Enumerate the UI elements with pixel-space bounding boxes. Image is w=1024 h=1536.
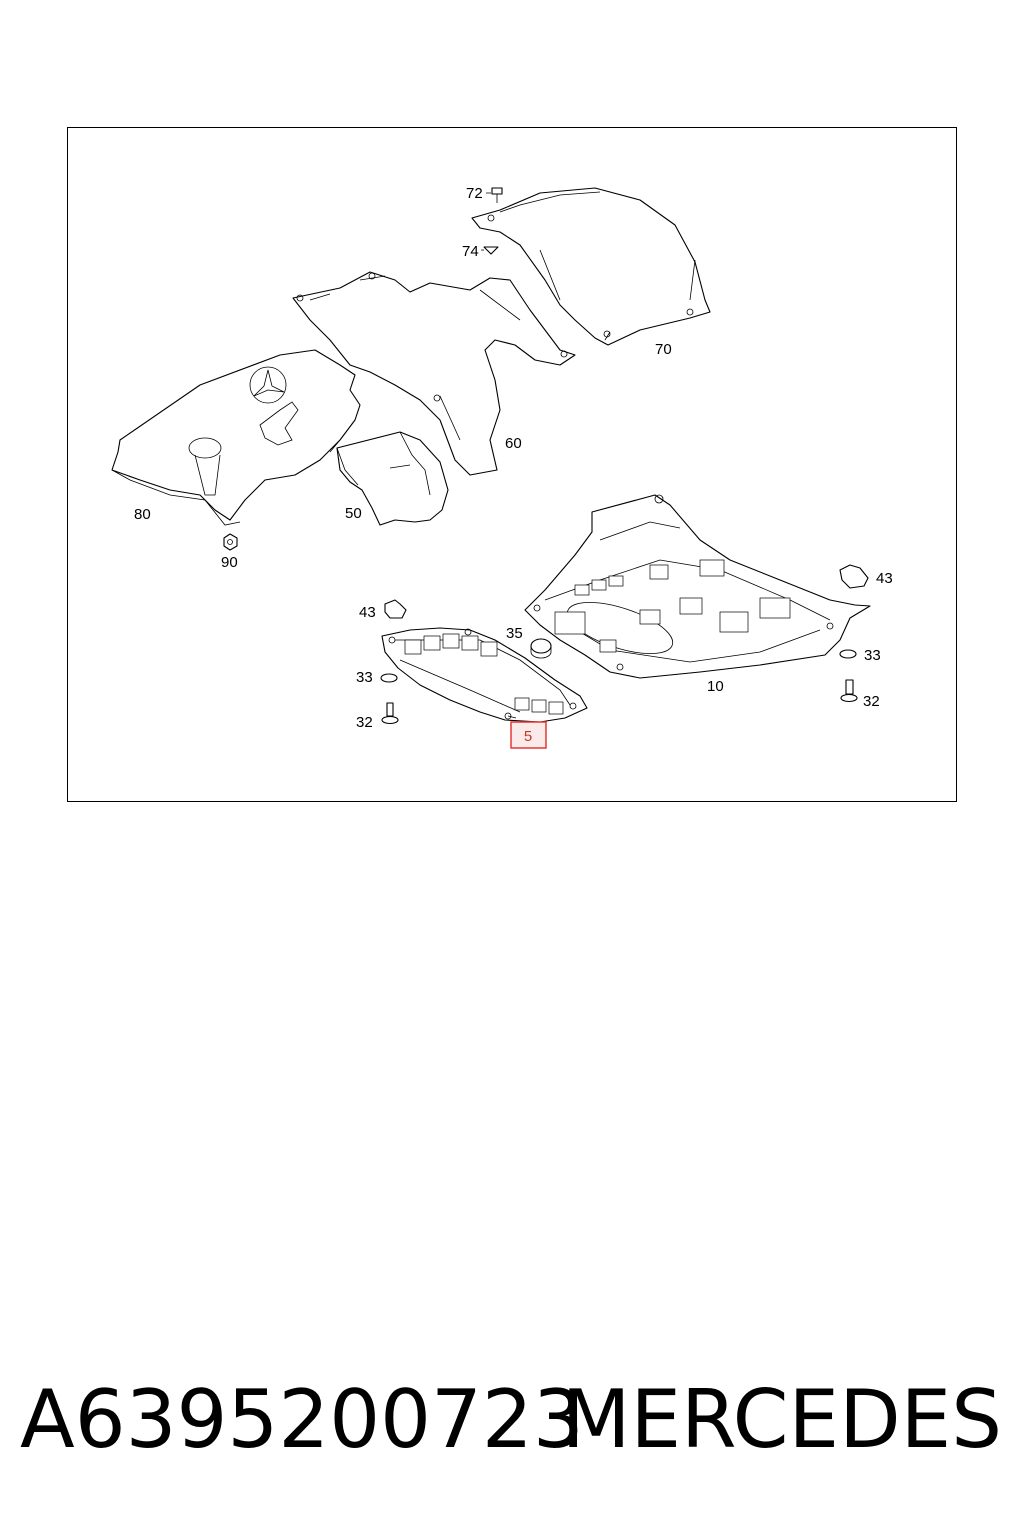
part-10-ribs <box>554 559 791 653</box>
label-33-left: 33 <box>356 669 373 686</box>
part-10-underguard[interactable] <box>524 494 871 679</box>
part-60-shield[interactable] <box>292 271 576 476</box>
label-43-left: 43 <box>359 604 376 621</box>
footer: A6395200723 MERCEDES <box>0 1370 1024 1470</box>
part-80-engine-cover[interactable] <box>111 349 361 526</box>
part-5-guard[interactable] <box>381 627 588 723</box>
part-number: A6395200723 <box>20 1373 584 1466</box>
part-5-ribs <box>404 633 564 715</box>
part-50-duct[interactable] <box>336 431 449 526</box>
label-32-left: 32 <box>356 714 373 731</box>
label-60: 60 <box>505 435 522 452</box>
label-72: 72 <box>466 185 483 202</box>
diagram-frame <box>67 127 957 802</box>
label-74: 74 <box>462 243 479 260</box>
label-80: 80 <box>134 506 151 523</box>
label-50: 50 <box>345 505 362 522</box>
part-90-nut[interactable] <box>223 533 238 551</box>
brand-name: MERCEDES <box>561 1373 1002 1466</box>
highlight-box <box>510 721 547 749</box>
part-72-screw[interactable] <box>491 187 503 203</box>
label-10: 10 <box>707 678 724 695</box>
part-33-right-washer[interactable] <box>839 649 857 659</box>
label-70: 70 <box>655 341 672 358</box>
label-32-right: 32 <box>863 693 880 710</box>
label-5: 5 <box>524 728 532 745</box>
part-33-left-washer[interactable] <box>380 673 398 683</box>
part-43-right-clip[interactable] <box>839 564 869 589</box>
part-43-left-clip[interactable] <box>384 599 407 619</box>
part-35-grommet[interactable] <box>530 638 552 659</box>
label-35: 35 <box>506 625 523 642</box>
label-33-right: 33 <box>864 647 881 664</box>
label-90: 90 <box>221 554 238 571</box>
label-43-right: 43 <box>876 570 893 587</box>
part-32-left-bolt[interactable] <box>381 702 399 725</box>
part-74-clip[interactable] <box>483 246 499 255</box>
part-70-cover[interactable] <box>471 187 711 346</box>
part-32-right-bolt[interactable] <box>840 679 858 703</box>
